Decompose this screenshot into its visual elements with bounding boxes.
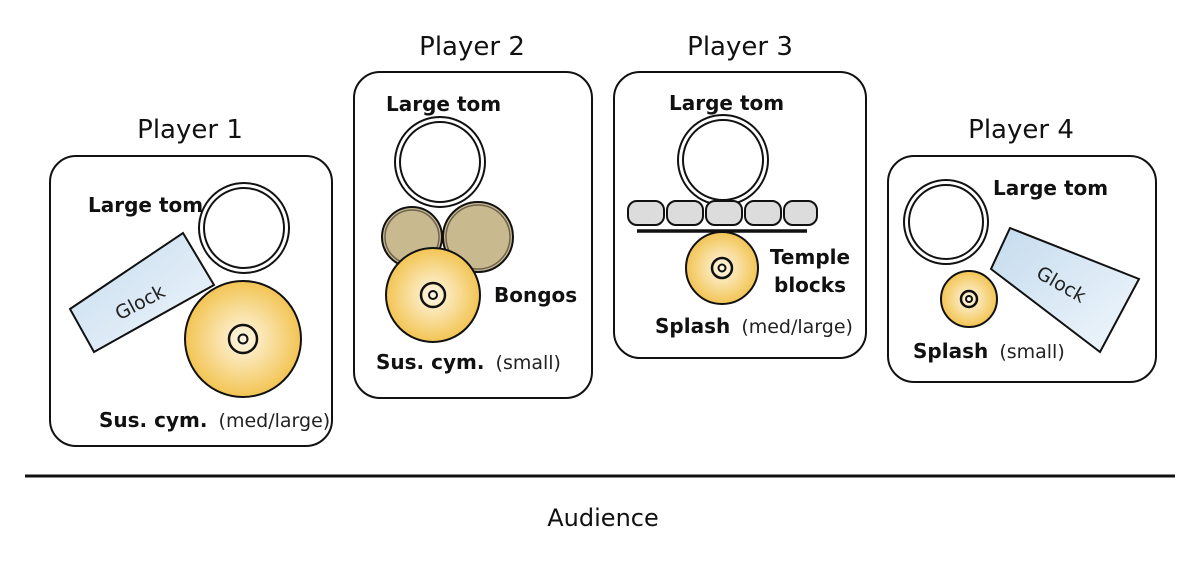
player-2-title: Player 2 [419, 32, 525, 62]
player-2-cymbal-label: Sus. cym. (small) [376, 350, 561, 374]
player-2-cymbal-name: Sus. cym. [376, 350, 484, 374]
audience-label: Audience [547, 504, 658, 532]
player-2-bongos [381, 201, 514, 273]
player-1-title: Player 1 [137, 115, 243, 145]
player-3-title: Player 3 [687, 32, 793, 62]
player-1-large-tom [198, 182, 290, 274]
player-1-cymbal-name: Sus. cym. [99, 408, 207, 432]
player-1-suspended-cymbal [184, 280, 302, 398]
player-3-area: Player 3 Large tom Temple blocks Splash … [613, 32, 867, 359]
player-3-splash-cymbal [685, 231, 759, 305]
player-4-large-tom-label: Large tom [993, 176, 1108, 200]
player-4-cymbal-name: Splash [913, 339, 988, 363]
player-3-cymbal-label: Splash (med/large) [655, 314, 853, 338]
player-3-temple-blocks [627, 200, 818, 233]
player-3-temple-blocks-label-line2: blocks [774, 273, 846, 297]
player-3-cymbal-size: (med/large) [741, 316, 853, 338]
player-4-cymbal-label: Splash (small) [913, 339, 1065, 363]
player-2-large-tom-label: Large tom [386, 92, 501, 116]
player-4-glock: Glock [989, 226, 1141, 354]
player-2-area: Player 2 Large tom Bongos Sus. cym. (sma… [353, 32, 593, 399]
player-4-cymbal-size: (small) [999, 341, 1064, 363]
player-3-large-tom-label: Large tom [669, 91, 784, 115]
player-2-cymbal-size: (small) [496, 352, 561, 374]
player-1-cymbal-label: Sus. cym. (med/large) [99, 408, 330, 432]
player-3-large-tom [677, 114, 769, 206]
player-3-cymbal-name: Splash [655, 314, 730, 338]
player-4-area: Player 4 Large tom Glock Splash (small) [887, 115, 1157, 383]
player-1-area: Player 1 Large tom Glock Sus. cym. (med/… [49, 115, 333, 447]
player-2-large-tom [394, 116, 486, 208]
player-4-splash-cymbal [940, 270, 998, 328]
player-3-temple-blocks-label-line1: Temple [770, 245, 850, 269]
player-2-suspended-cymbal [385, 247, 481, 343]
player-2-bongos-label: Bongos [494, 283, 577, 307]
player-4-large-tom [903, 179, 989, 265]
player-4-title: Player 4 [968, 115, 1074, 145]
player-1-large-tom-label: Large tom [88, 193, 203, 217]
player-1-cymbal-size: (med/large) [219, 410, 331, 432]
